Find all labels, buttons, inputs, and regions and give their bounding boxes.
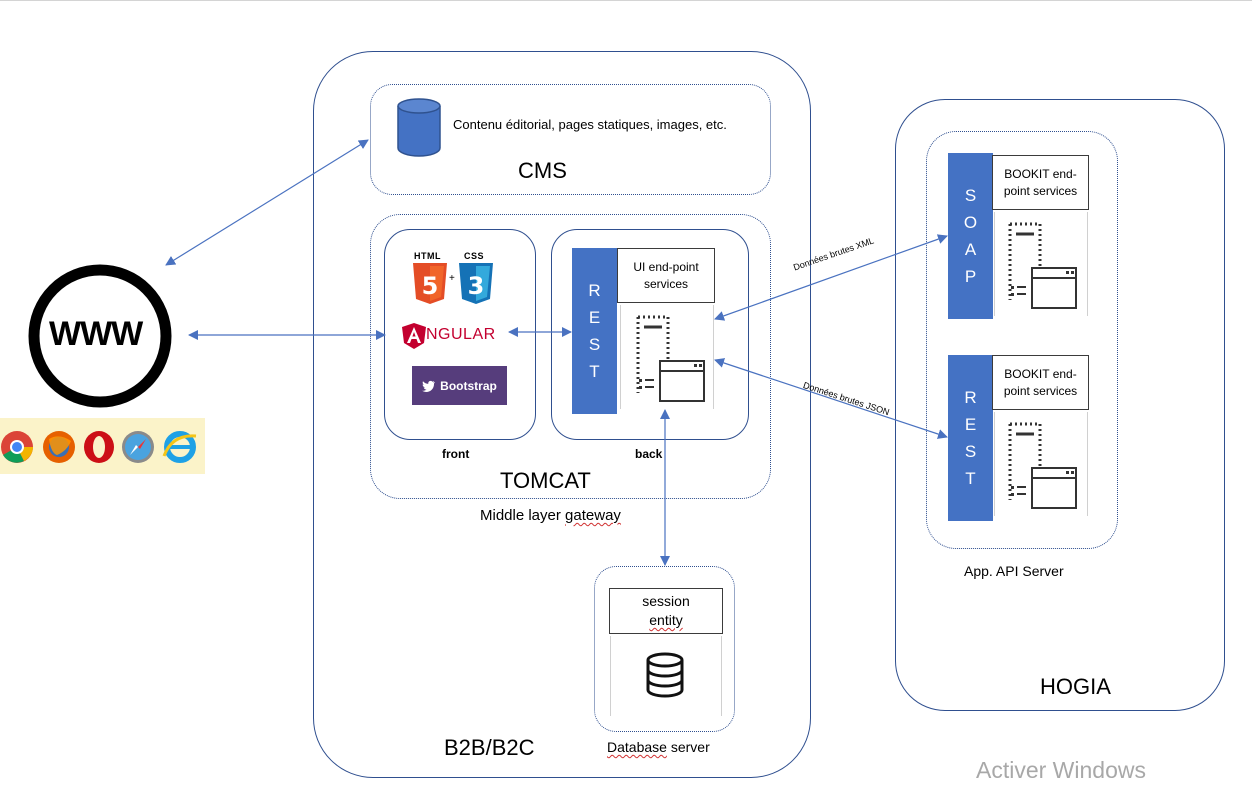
arrow-www-cms bbox=[165, 139, 369, 266]
bootstrap-label: Bootstrap bbox=[440, 378, 497, 393]
api-server-box bbox=[926, 131, 1118, 549]
bootstrap-badge: Bootstrap bbox=[412, 366, 507, 405]
www-label: WWW bbox=[49, 315, 143, 353]
bookit-soap-services: BOOKIT end-point services bbox=[992, 155, 1089, 210]
bookit-rest-services: BOOKIT end-point services bbox=[992, 355, 1089, 410]
top-rule bbox=[0, 0, 1252, 1]
database-server-box bbox=[594, 566, 735, 732]
database-caption: Database server bbox=[607, 739, 710, 755]
html-label: HTML bbox=[414, 251, 441, 261]
css-label: CSS bbox=[464, 251, 485, 261]
back-caption: back bbox=[635, 447, 663, 461]
tomcat-subtitle: Middle layer gateway bbox=[480, 507, 621, 524]
css3-icon: 3 bbox=[459, 263, 493, 304]
activate-windows-watermark: Activer Windows bbox=[976, 757, 1146, 783]
plus-sign: + bbox=[449, 273, 455, 284]
twitter-bird-icon bbox=[422, 380, 436, 392]
opera-icon bbox=[84, 431, 114, 463]
arrow-back-soap bbox=[714, 234, 948, 321]
front-caption: front bbox=[442, 447, 470, 461]
cms-description: Contenu éditorial, pages statiques, imag… bbox=[453, 117, 727, 132]
database-cylinder-icon bbox=[397, 98, 441, 157]
tomcat-box bbox=[370, 214, 771, 499]
svg-text:3: 3 bbox=[468, 272, 485, 300]
html5-icon: 5 bbox=[413, 263, 447, 304]
server-document-icon bbox=[636, 315, 705, 402]
angular-label: NGULAR bbox=[426, 326, 496, 343]
soap-server-document-icon bbox=[1008, 222, 1077, 309]
safari-icon bbox=[122, 431, 154, 463]
database-icon bbox=[646, 652, 684, 698]
tomcat-title: TOMCAT bbox=[500, 468, 591, 493]
cms-box bbox=[370, 84, 771, 195]
cms-title: CMS bbox=[518, 158, 567, 183]
ui-endpoint-services: UI end-point services bbox=[617, 248, 715, 303]
arrow-back-rest bbox=[714, 358, 948, 439]
rest-server-document-icon bbox=[1008, 422, 1077, 509]
api-server-caption: App. API Server bbox=[964, 563, 1064, 579]
b2b-title: B2B/B2C bbox=[444, 735, 535, 760]
svg-text:5: 5 bbox=[422, 272, 439, 300]
angular-icon bbox=[402, 323, 426, 349]
hogia-title: HOGIA bbox=[1040, 674, 1111, 699]
internet-explorer-icon bbox=[162, 431, 197, 463]
chrome-icon bbox=[1, 431, 33, 463]
firefox-icon bbox=[43, 431, 75, 463]
www-globe-icon bbox=[28, 264, 172, 408]
